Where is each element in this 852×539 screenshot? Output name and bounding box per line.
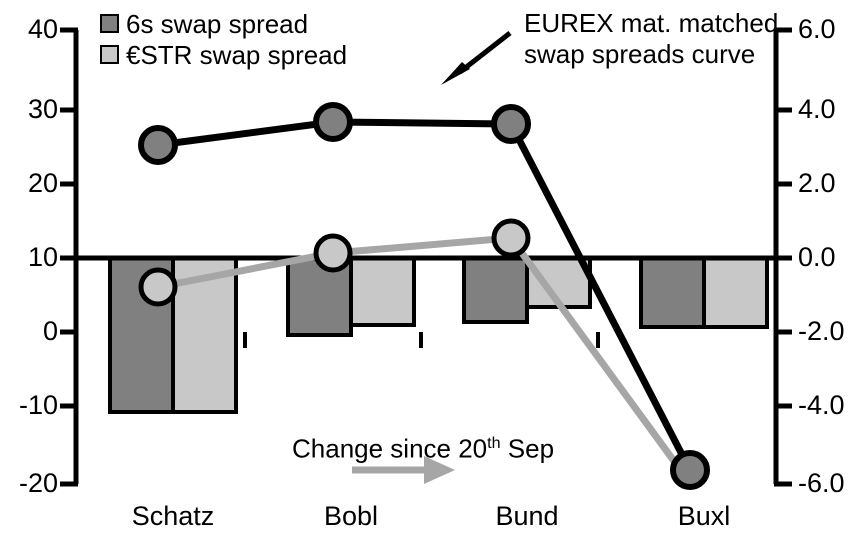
- marker-change-bobl: [313, 233, 353, 273]
- category-label-schatz: Schatz: [131, 501, 215, 531]
- left-axis-tick-30: 30: [27, 94, 58, 124]
- left-axis-tick-20: 20: [27, 168, 58, 198]
- right-axis: 6.0 4.0 2.0 0.0 -2.0 -4.0 -6.0: [798, 0, 852, 539]
- annotation-eurex-line2: swap spreads curve: [524, 39, 756, 69]
- bar-group-bobl: [286, 256, 416, 337]
- bar-bobl-estr: [349, 256, 416, 327]
- annotation-arrow-icon: [441, 31, 512, 85]
- marker-change-bund: [491, 218, 531, 258]
- annotation-change-since: Change since 20th Sep: [292, 428, 554, 465]
- left-axis: 40 30 20 10 0 -10 -20: [0, 0, 58, 539]
- category-label-bobl: Bobl: [323, 501, 379, 531]
- marker-change-schatz: [138, 267, 178, 307]
- annotation-change-prefix: Change since 20: [292, 433, 488, 464]
- legend-label-estr: €STR swap spread: [126, 39, 348, 70]
- marker-eurex-buxl: [670, 450, 710, 490]
- bar-bund-6s: [462, 256, 529, 324]
- legend-item-estr-swap-spread[interactable]: €STR swap spread: [100, 39, 347, 70]
- annotation-change-ordinal: th: [487, 434, 501, 452]
- category-label-bund: Bund: [495, 501, 559, 531]
- legend-item-6s-swap-spread[interactable]: 6s swap spread: [100, 8, 347, 39]
- bar-buxl-6s: [639, 256, 706, 329]
- marker-eurex-bund: [491, 104, 531, 144]
- left-axis-tick-neg20: -20: [18, 468, 58, 498]
- bar-group-buxl: [639, 256, 769, 329]
- left-axis-tick-10: 10: [27, 242, 58, 272]
- right-axis-tick-0: 0.0: [798, 242, 836, 272]
- left-axis-tick-40: 40: [27, 14, 58, 44]
- right-axis-tick-6: 6.0: [798, 14, 836, 44]
- series-line-change: [138, 218, 693, 486]
- change-arrow-icon: [352, 456, 455, 484]
- right-axis-tick-2: 2.0: [798, 168, 836, 198]
- annotation-change-suffix: Sep: [500, 433, 555, 464]
- legend-swatch-icon-6s: [100, 14, 119, 33]
- annotation-eurex-curve: EUREX mat. matched swap spreads curve: [524, 8, 778, 70]
- annotation-eurex-line1: EUREX mat. matched: [524, 8, 779, 38]
- bar-group-bund: [462, 256, 592, 324]
- series-line-eurex: [138, 102, 710, 490]
- bar-buxl-estr: [702, 256, 769, 329]
- right-axis-tick-4: 4.0: [798, 94, 836, 124]
- marker-eurex-bobl: [313, 102, 353, 142]
- legend: 6s swap spread €STR swap spread: [100, 8, 347, 70]
- left-axis-tick-neg10: -10: [18, 390, 58, 420]
- category-label-buxl: Buxl: [677, 501, 731, 531]
- marker-eurex-schatz: [138, 125, 178, 165]
- right-axis-tick-neg4: -4.0: [798, 390, 845, 420]
- right-axis-tick-neg2: -2.0: [798, 316, 845, 346]
- right-axis-tick-neg6: -6.0: [798, 468, 845, 498]
- legend-swatch-icon-estr: [100, 45, 119, 64]
- legend-label-6s: 6s swap spread: [126, 8, 309, 39]
- left-axis-tick-0: 0: [42, 316, 58, 346]
